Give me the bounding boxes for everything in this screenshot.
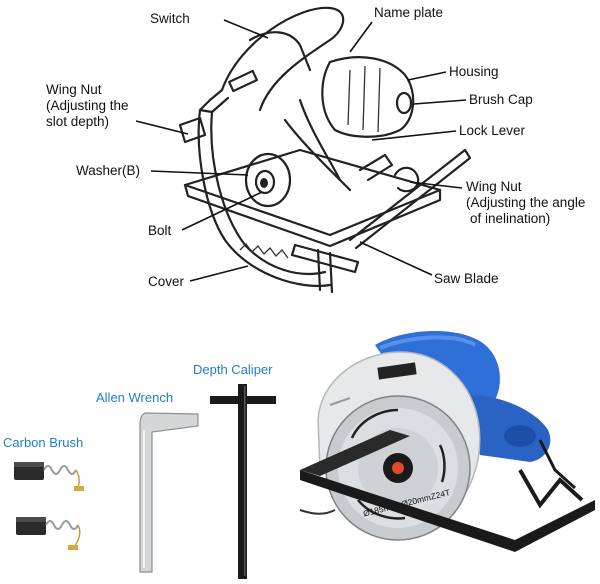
label-allen-wrench: Allen Wrench	[96, 390, 173, 405]
diagram-labels: Switch Name plate Housing Brush Cap Lock…	[46, 5, 585, 289]
label-wing-nut-depth-3: slot depth)	[46, 114, 109, 129]
label-carbon-brush: Carbon Brush	[3, 435, 83, 450]
accessories: Carbon Brush Allen Wrench Depth Caliper	[3, 362, 276, 579]
label-wing-nut-angle-1: Wing Nut	[466, 179, 522, 194]
label-name-plate: Name plate	[374, 5, 443, 20]
label-depth-caliper: Depth Caliper	[193, 362, 273, 377]
label-washer: Washer(B)	[76, 163, 140, 178]
label-wing-nut-angle-3: of inelination)	[470, 211, 550, 226]
label-wing-nut-depth-1: Wing Nut	[46, 82, 102, 97]
label-wing-nut-angle-2: (Adjusting the angle	[466, 195, 585, 210]
label-bolt: Bolt	[148, 223, 172, 238]
saw-line-drawing	[178, 6, 472, 294]
label-brush-cap: Brush Cap	[469, 92, 533, 107]
circular-saw-photo: Ø185mmxØ20mmZ24T	[299, 330, 595, 552]
carbon-brush-image-1	[14, 462, 84, 491]
label-cover: Cover	[148, 274, 185, 289]
label-housing: Housing	[449, 64, 499, 79]
label-wing-nut-depth-2: (Adjusting the	[46, 98, 129, 113]
leader-lines	[135, 19, 467, 282]
carbon-brush-image-2	[16, 517, 81, 550]
label-switch: Switch	[150, 11, 190, 26]
label-saw-blade: Saw Blade	[434, 271, 499, 286]
label-lock-lever: Lock Lever	[459, 123, 526, 138]
depth-caliper-image	[210, 384, 276, 579]
allen-wrench-image	[139, 412, 199, 573]
